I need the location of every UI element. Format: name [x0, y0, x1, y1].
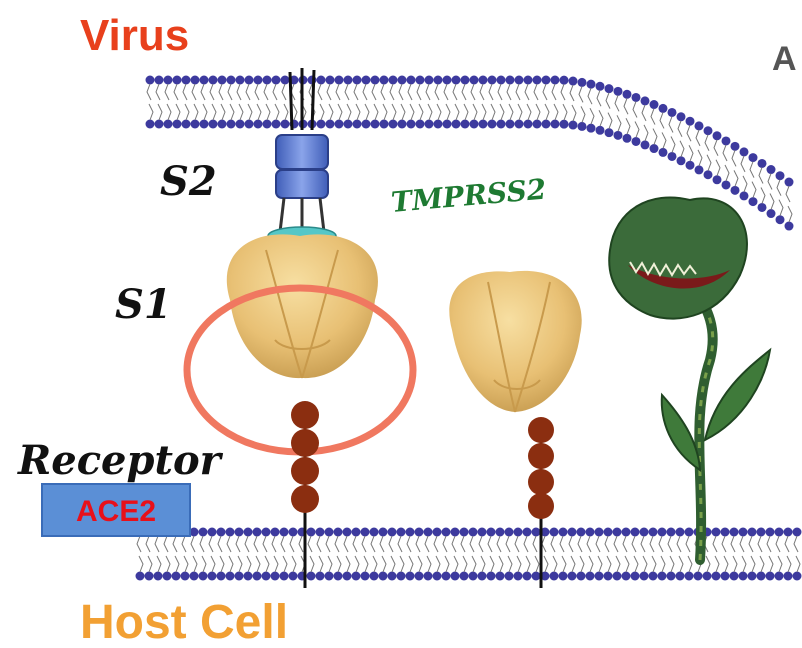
tmprss2-plant-icon — [609, 197, 770, 560]
s2-stalk — [268, 68, 336, 245]
receptor-label: Receptor — [17, 437, 224, 484]
tmprss2-label: TMPRSS2 — [390, 173, 548, 219]
panel-label: A — [772, 40, 797, 78]
ace2-tag: ACE2 — [42, 484, 190, 536]
ace2-receptor-left — [291, 401, 319, 588]
ace2-label: ACE2 — [76, 495, 156, 528]
s1-domain-bound — [449, 271, 581, 412]
ace2-receptor-right — [528, 417, 554, 588]
s2-label: S2 — [160, 158, 217, 205]
virus-label: Virus — [80, 11, 189, 60]
s1-domain — [227, 234, 378, 378]
host-cell-label: Host Cell — [80, 596, 288, 648]
s1-label: S1 — [115, 281, 172, 328]
